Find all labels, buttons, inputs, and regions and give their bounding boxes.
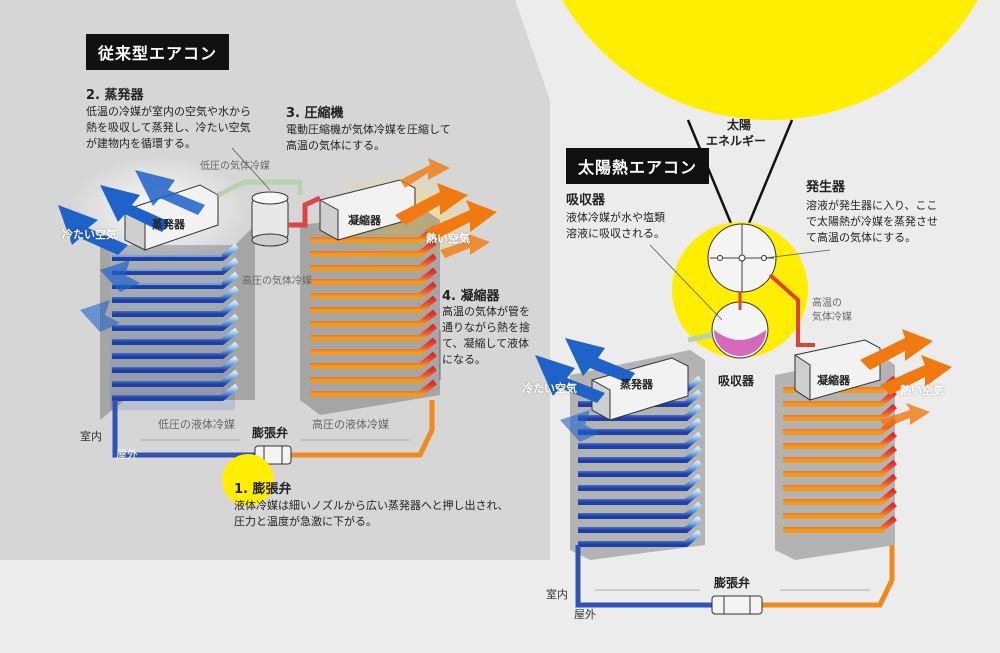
solar-energy-line2: エネルギー: [706, 134, 767, 148]
right-indoor-label: 室内: [546, 588, 568, 601]
left-low-gas-label: 低圧の気体冷媒: [200, 161, 270, 172]
absorber-label: 吸収器: [718, 374, 755, 388]
absorber-heading: 吸収器: [566, 193, 606, 208]
hot-gas-label-line2: 気体冷媒: [812, 312, 852, 323]
absorber-text: 液体冷媒が水や塩類 溶液に吸収される。: [566, 211, 665, 240]
left-high-liquid-label: 高圧の液体冷媒: [312, 418, 389, 431]
right-valve-icon: [711, 595, 763, 615]
left-cold-air-arrows: [58, 170, 205, 332]
right-condenser-label: 凝縮器: [817, 374, 850, 387]
left-hot-air-arrows: [395, 158, 497, 258]
left-evaporator-coils: [110, 240, 239, 410]
compressor-icon: [251, 191, 289, 247]
left-condenser-label: 凝縮器: [348, 214, 381, 227]
left-high-gas-label: 高圧の気体冷媒: [242, 276, 312, 287]
generator-heading: 発生器: [806, 180, 846, 195]
right-hot-air-label: 熱い空気: [900, 384, 944, 397]
step2-text: 低温の冷媒が室内の空気や水から 熱を吸収して蒸発し、冷たい空気 が建物内を循環す…: [86, 105, 251, 150]
left-cold-air-label: 冷たい空気: [62, 228, 117, 241]
step3-heading: 3. 圧縮機: [286, 106, 344, 121]
left-condenser-coils: [310, 225, 437, 397]
absorber-icon: [711, 301, 769, 359]
step4-heading: 4. 凝縮器: [442, 289, 500, 304]
left-valve-highlight: [222, 454, 274, 506]
solar-energy-line1: 太陽: [727, 118, 752, 132]
left-evaporator-label: 蒸発器: [152, 218, 185, 231]
right-title: 太陽熱エアコン: [566, 148, 710, 184]
left-indoor-label: 室内: [80, 430, 102, 443]
hot-gas-label-line1: 高温の: [812, 298, 842, 309]
step3-text: 電動圧縮機が気体冷媒を圧縮して 高温の気体にする。: [286, 123, 451, 152]
right-valve-label: 膨張弁: [714, 576, 751, 590]
left-low-liquid-label: 低圧の液体冷媒: [158, 418, 235, 431]
left-hot-air-label: 熱い空気: [426, 232, 470, 245]
left-system: [58, 147, 497, 506]
left-valve-label: 膨張弁: [252, 426, 289, 440]
left-panel-background: [0, 0, 550, 560]
sun-shape: [562, 0, 978, 120]
step1-heading: 1. 膨張弁: [234, 482, 292, 497]
generator-text: 溶液が発生器に入り、ここ で太陽熱が冷媒を蒸発させ て高温の気体にする。: [806, 199, 938, 244]
right-evaporator-label: 蒸発器: [620, 378, 653, 391]
right-outdoor-label: 屋外: [574, 608, 596, 621]
right-cold-air-arrows: [535, 338, 635, 442]
left-outdoor-label: 屋外: [116, 448, 138, 461]
generator-icon: [707, 223, 777, 293]
step1-text: 液体冷媒は細いノズルから広い蒸発器へと押し出され、 圧力と温度が急激に下がる。: [234, 499, 509, 528]
step2-heading: 2. 蒸発器: [86, 88, 144, 103]
right-cold-air-label: 冷たい空気: [522, 382, 577, 395]
left-title: 従来型エアコン: [86, 34, 230, 70]
step4-text: 高温の気体が管を 通りながら熱を捨 て、凝縮して液体 になる。: [442, 305, 530, 366]
right-hot-air-arrows: [860, 329, 952, 428]
right-system: [535, 119, 952, 615]
